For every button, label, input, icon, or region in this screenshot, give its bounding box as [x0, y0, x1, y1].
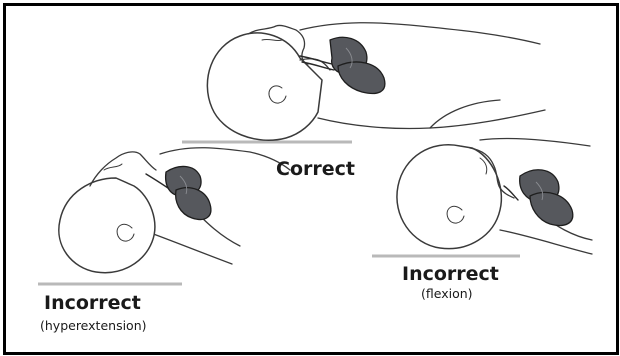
- hyperextension-body-bottom: [148, 232, 232, 264]
- infant-flexion-position: [372, 138, 592, 256]
- infant-hyperextension-position: [38, 148, 290, 284]
- hyperextension-airway: [146, 174, 168, 188]
- correct-head: [207, 33, 322, 140]
- flexion-airway: [504, 186, 518, 200]
- flexion-note-label: (flexion): [421, 288, 473, 301]
- hyperextension-title-label: Incorrect: [44, 294, 141, 313]
- correct-lung-lower: [338, 62, 385, 93]
- flexion-head: [397, 145, 501, 249]
- flexion-body-top: [480, 138, 590, 146]
- correct-label: Correct: [276, 160, 355, 179]
- hyperextension-lung-lower: [176, 188, 211, 220]
- hyperextension-head: [59, 178, 155, 273]
- hyperextension-note-label: (hyperextension): [40, 320, 147, 333]
- correct-arm: [430, 100, 500, 128]
- flexion-lung-lower: [530, 192, 573, 225]
- infant-correct-position: [182, 23, 545, 142]
- flexion-body-bottom: [500, 230, 592, 254]
- flexion-title-label: Incorrect: [402, 265, 499, 284]
